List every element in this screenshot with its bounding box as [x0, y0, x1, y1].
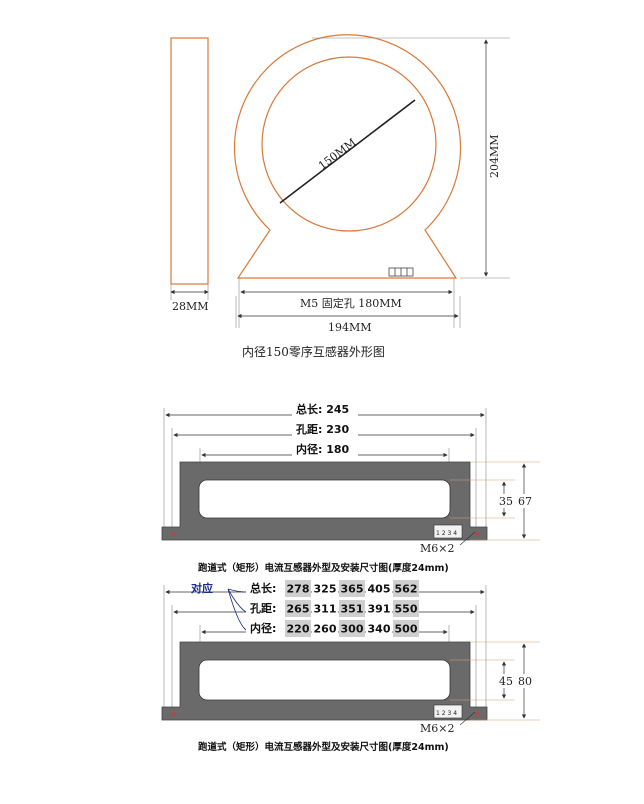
table-cell: 311: [314, 603, 337, 616]
racetrack-window: [198, 659, 451, 701]
ring-transformer-figure: 150MM 204MM 28MM M5 固定孔 180MM 194MM 内径15…: [170, 34, 510, 359]
table-cell-bg: [366, 580, 392, 597]
height-label: 204MM: [488, 134, 501, 178]
table-cell-bg: [393, 580, 419, 597]
screw-label: M6×2: [420, 542, 454, 555]
table-cell: 550: [395, 603, 418, 616]
table-cell-bg: [339, 620, 365, 637]
inner-height-label: 35: [499, 495, 513, 508]
mount-hole-left: ✕: [170, 530, 177, 539]
table-cell-bg: [393, 600, 419, 617]
hole-distance-label: 孔距: 230: [296, 423, 350, 436]
table-row-label: 内径:: [250, 621, 276, 635]
match-label: 对应: [191, 581, 213, 595]
racetrack-transformer-figure-1: 总长: 245 孔距: 230 内径: 180 ✕ ✕ 1 2 3 4 M6×2…: [161, 402, 540, 574]
mount-hole-left: ✕: [170, 710, 177, 719]
terminal-label: 1 2 3 4: [436, 530, 457, 537]
inner-height-label: 45: [499, 675, 513, 688]
table-cell-bg: [285, 600, 311, 617]
terminal-block: [433, 704, 463, 719]
table-cell: 340: [368, 623, 391, 636]
diameter-line: [279, 99, 416, 204]
table-cell: 278: [287, 583, 310, 596]
ring-inner: [261, 56, 437, 232]
total-width-label: 194MM: [328, 321, 372, 334]
table-cell: 300: [341, 623, 364, 636]
table-cell-bg: [393, 620, 419, 637]
screw-label: M6×2: [420, 722, 454, 735]
racetrack-window: [198, 479, 451, 519]
terminal-label: 1 2 3 4: [436, 710, 457, 717]
table-cell: 220: [287, 623, 310, 636]
table-cell: 562: [395, 583, 418, 596]
table-cell-bg: [366, 600, 392, 617]
table-cell-bg: [312, 620, 338, 637]
terminal-block: [433, 524, 463, 539]
table-cell-bg: [312, 600, 338, 617]
table-cell-bg: [366, 620, 392, 637]
total-length-label: 总长: 245: [296, 402, 349, 416]
size-table: 总长: 278 325 365 405 562 孔距: 265 311 351 391 550 内径: 2…: [246, 580, 419, 637]
table-cell: 365: [341, 583, 364, 596]
table-row-label: 孔距:: [250, 602, 276, 615]
fig2-caption: 跑道式（矩形）电流互感器外型及安装尺寸图(厚度24mm): [198, 562, 449, 574]
match-brace: [227, 588, 247, 631]
table-cell-bg: [285, 620, 311, 637]
table-cell: 391: [368, 603, 391, 616]
table-cell: 325: [314, 583, 337, 596]
table-cell-bg: [339, 600, 365, 617]
table-cell: 405: [368, 583, 391, 596]
racetrack-transformer-figure-2: 总长: 278 325 365 405 562 孔距: 265 311 351 391 550 内径: 2…: [161, 580, 540, 753]
mount-hole-right: ✕: [474, 710, 481, 719]
diameter-label: 150MM: [316, 136, 359, 173]
table-cell: 500: [395, 623, 418, 636]
mount-hole-right: ✕: [474, 530, 481, 539]
side-view: [170, 37, 209, 285]
fig3-caption: 跑道式（矩形）电流互感器外型及安装尺寸图(厚度24mm): [198, 741, 449, 753]
ring-outer: [233, 34, 462, 279]
hole-label: M5 固定孔 180MM: [300, 296, 402, 310]
table-cell-bg: [312, 580, 338, 597]
table-row-label: 总长:: [250, 581, 276, 595]
side-width-label: 28MM: [172, 300, 209, 313]
fig1-caption: 内径150零序互感器外形图: [242, 344, 385, 359]
table-cell: 351: [341, 603, 364, 616]
table-cell: 260: [314, 623, 337, 636]
table-cell: 265: [287, 603, 310, 616]
inner-diameter-label: 内径: 180: [296, 442, 350, 456]
table-cell-bg: [285, 580, 311, 597]
outer-height-label: 67: [518, 495, 532, 508]
outer-height-label: 80: [518, 675, 532, 688]
table-cell-bg: [339, 580, 365, 597]
